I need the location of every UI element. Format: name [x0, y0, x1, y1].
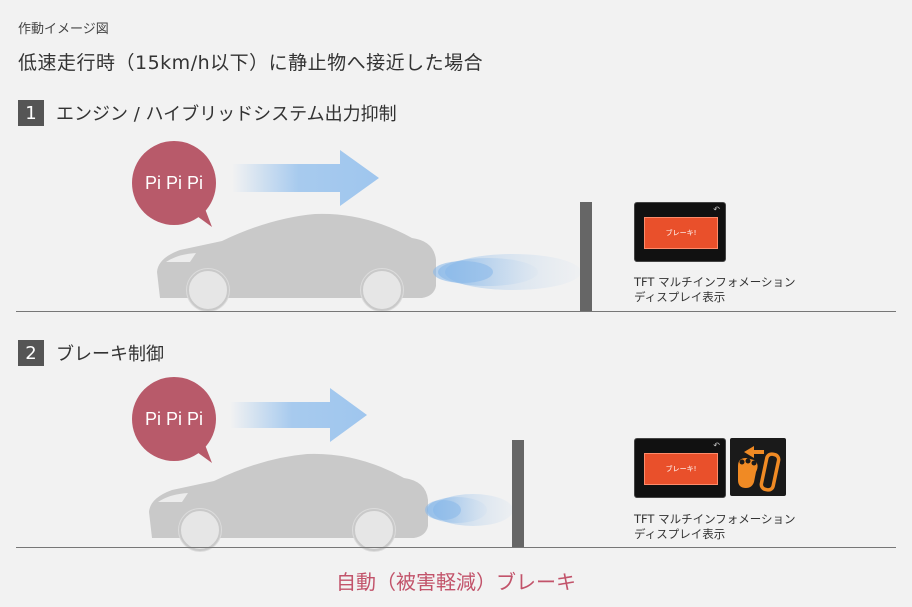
step-2-warning-bubble: Pi Pi Pi — [132, 377, 232, 477]
step-1-display-caption: TFT マルチインフォメーション ディスプレイ表示 — [634, 275, 796, 305]
step-1-brake-alert: ブレーキ! — [644, 217, 718, 249]
step-2-car-icon — [149, 453, 428, 552]
back-arrow-icon: ↶ — [713, 205, 720, 214]
step-2-bubble-text: Pi Pi Pi — [144, 408, 204, 429]
step-2-heading: 2 ブレーキ制御 — [18, 340, 164, 366]
step-1-number: 1 — [18, 100, 44, 126]
auto-brake-label: 自動（被害軽減）ブレーキ — [336, 570, 576, 594]
step-1-car-icon — [157, 213, 436, 312]
step-2-ground-line — [16, 547, 896, 548]
step-2-number: 2 — [18, 340, 44, 366]
step-1-obstacle-wall — [580, 202, 592, 312]
diagram-subtitle: 低速走行時（15km/h以下）に静止物へ接近した場合 — [18, 52, 484, 74]
speech-bubble-icon — [132, 377, 216, 463]
step-1-motion-arrow-icon — [232, 150, 379, 206]
step-1-tft-display: ↶ ブレーキ! — [634, 202, 726, 262]
speech-bubble-icon — [132, 141, 216, 227]
step-2-label: ブレーキ制御 — [56, 344, 164, 365]
step-1-warning-bubble: Pi Pi Pi — [132, 141, 232, 241]
step-1-display-caption-line-2: ディスプレイ表示 — [634, 290, 726, 304]
brake-pedal-icon — [738, 446, 781, 492]
diagram-caption: 作動イメージ図 — [18, 22, 109, 37]
step-1-bubble-text: Pi Pi Pi — [144, 172, 204, 193]
step-2-brake-indicator — [730, 438, 786, 496]
step-1-heading: 1 エンジン / ハイブリッドシステム出力抑制 — [18, 100, 397, 126]
step-2-tft-display: ↶ ブレーキ! — [634, 438, 726, 498]
step-2-display-caption-line-2: ディスプレイ表示 — [634, 527, 726, 541]
step-2-display-caption-line-1: TFT マルチインフォメーション — [634, 512, 796, 526]
step-1-display-caption-line-1: TFT マルチインフォメーション — [634, 275, 796, 289]
step-1-label: エンジン / ハイブリッドシステム出力抑制 — [56, 104, 397, 125]
back-arrow-icon: ↶ — [713, 441, 720, 450]
step-2-sensor-wave-icon — [425, 494, 513, 526]
step-2-motion-arrow-icon — [230, 388, 367, 442]
step-2-brake-alert: ブレーキ! — [644, 453, 718, 485]
step-2-obstacle-wall — [512, 440, 524, 548]
step-2-display-caption: TFT マルチインフォメーション ディスプレイ表示 — [634, 512, 796, 542]
step-1-sensor-wave-icon — [433, 254, 581, 290]
step-1-ground-line — [16, 311, 896, 312]
